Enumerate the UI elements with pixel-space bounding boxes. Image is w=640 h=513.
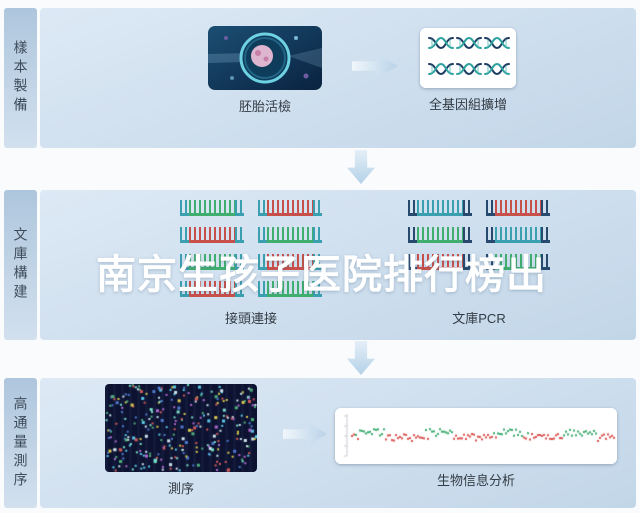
wga-figure: 全基因組擴增 bbox=[420, 28, 516, 113]
figure-caption: 生物信息分析 bbox=[436, 473, 515, 488]
read-row bbox=[180, 200, 322, 216]
adapter-ligation-figure: 接頭連接 bbox=[180, 200, 322, 327]
dna-read bbox=[408, 200, 472, 216]
read-row bbox=[180, 254, 322, 270]
dna-read bbox=[180, 254, 244, 270]
adapter-ligation-reads bbox=[180, 200, 322, 302]
library-pcr-reads bbox=[408, 200, 550, 302]
dna-read bbox=[258, 281, 322, 297]
right-arrow-icon bbox=[352, 54, 398, 78]
down-arrow-icon bbox=[347, 341, 375, 375]
sequencing-figure: 測序 bbox=[105, 384, 257, 497]
dna-read bbox=[486, 200, 550, 216]
section-high-throughput-sequencing: 高通量測序 測序 生物信息分析 bbox=[4, 378, 636, 508]
dna-read bbox=[486, 254, 550, 270]
section-sample-preparation: 樣本製備 bbox=[4, 8, 636, 148]
figure-caption: 文庫PCR bbox=[452, 311, 506, 326]
right-arrow-icon bbox=[283, 422, 327, 446]
embryo-biopsy-illustration bbox=[208, 26, 322, 90]
dna-helix-icons bbox=[420, 28, 516, 88]
section-sidebar: 文庫構建 bbox=[4, 190, 37, 340]
section-sidebar: 樣本製備 bbox=[4, 8, 37, 148]
dna-read bbox=[180, 200, 244, 216]
section-label: 高通量測序 bbox=[12, 395, 29, 491]
bioinformatics-figure: 生物信息分析 bbox=[335, 408, 617, 489]
section-label: 樣本製備 bbox=[12, 40, 29, 116]
read-row bbox=[408, 254, 550, 270]
section-panel: 測序 生物信息分析 bbox=[40, 378, 636, 508]
figure-caption: 全基因組擴增 bbox=[428, 97, 507, 112]
read-row bbox=[180, 281, 322, 297]
section-label: 文庫構建 bbox=[12, 227, 29, 303]
dna-read bbox=[408, 227, 472, 243]
dna-read bbox=[486, 227, 550, 243]
read-row bbox=[180, 227, 322, 243]
library-pcr-figure: 文庫PCR bbox=[408, 200, 550, 327]
section-sidebar: 高通量測序 bbox=[4, 378, 37, 508]
section-panel: 胚胎活檢 全基因組擴 bbox=[40, 8, 636, 148]
flowcell-sequencing-image bbox=[105, 384, 257, 472]
watermark-text: 南京生孩子医院排行榜出 bbox=[96, 253, 547, 297]
dna-read bbox=[408, 254, 472, 270]
read-row bbox=[408, 200, 550, 216]
dna-read bbox=[258, 200, 322, 216]
figure-caption: 接頭連接 bbox=[224, 311, 277, 326]
dna-read bbox=[258, 254, 322, 270]
down-arrow-icon bbox=[347, 150, 375, 184]
figure-caption: 胚胎活檢 bbox=[238, 99, 291, 114]
dna-read bbox=[180, 281, 244, 297]
embryo-biopsy-figure: 胚胎活檢 bbox=[208, 26, 322, 115]
dna-read bbox=[180, 227, 244, 243]
figure-caption: 測序 bbox=[167, 481, 194, 496]
read-row bbox=[408, 227, 550, 243]
cnv-scatter-plot bbox=[335, 408, 617, 464]
section-panel: 接頭連接 文庫PCR bbox=[40, 190, 636, 340]
dna-read bbox=[258, 227, 322, 243]
section-library-construction: 文庫構建 bbox=[4, 190, 636, 340]
